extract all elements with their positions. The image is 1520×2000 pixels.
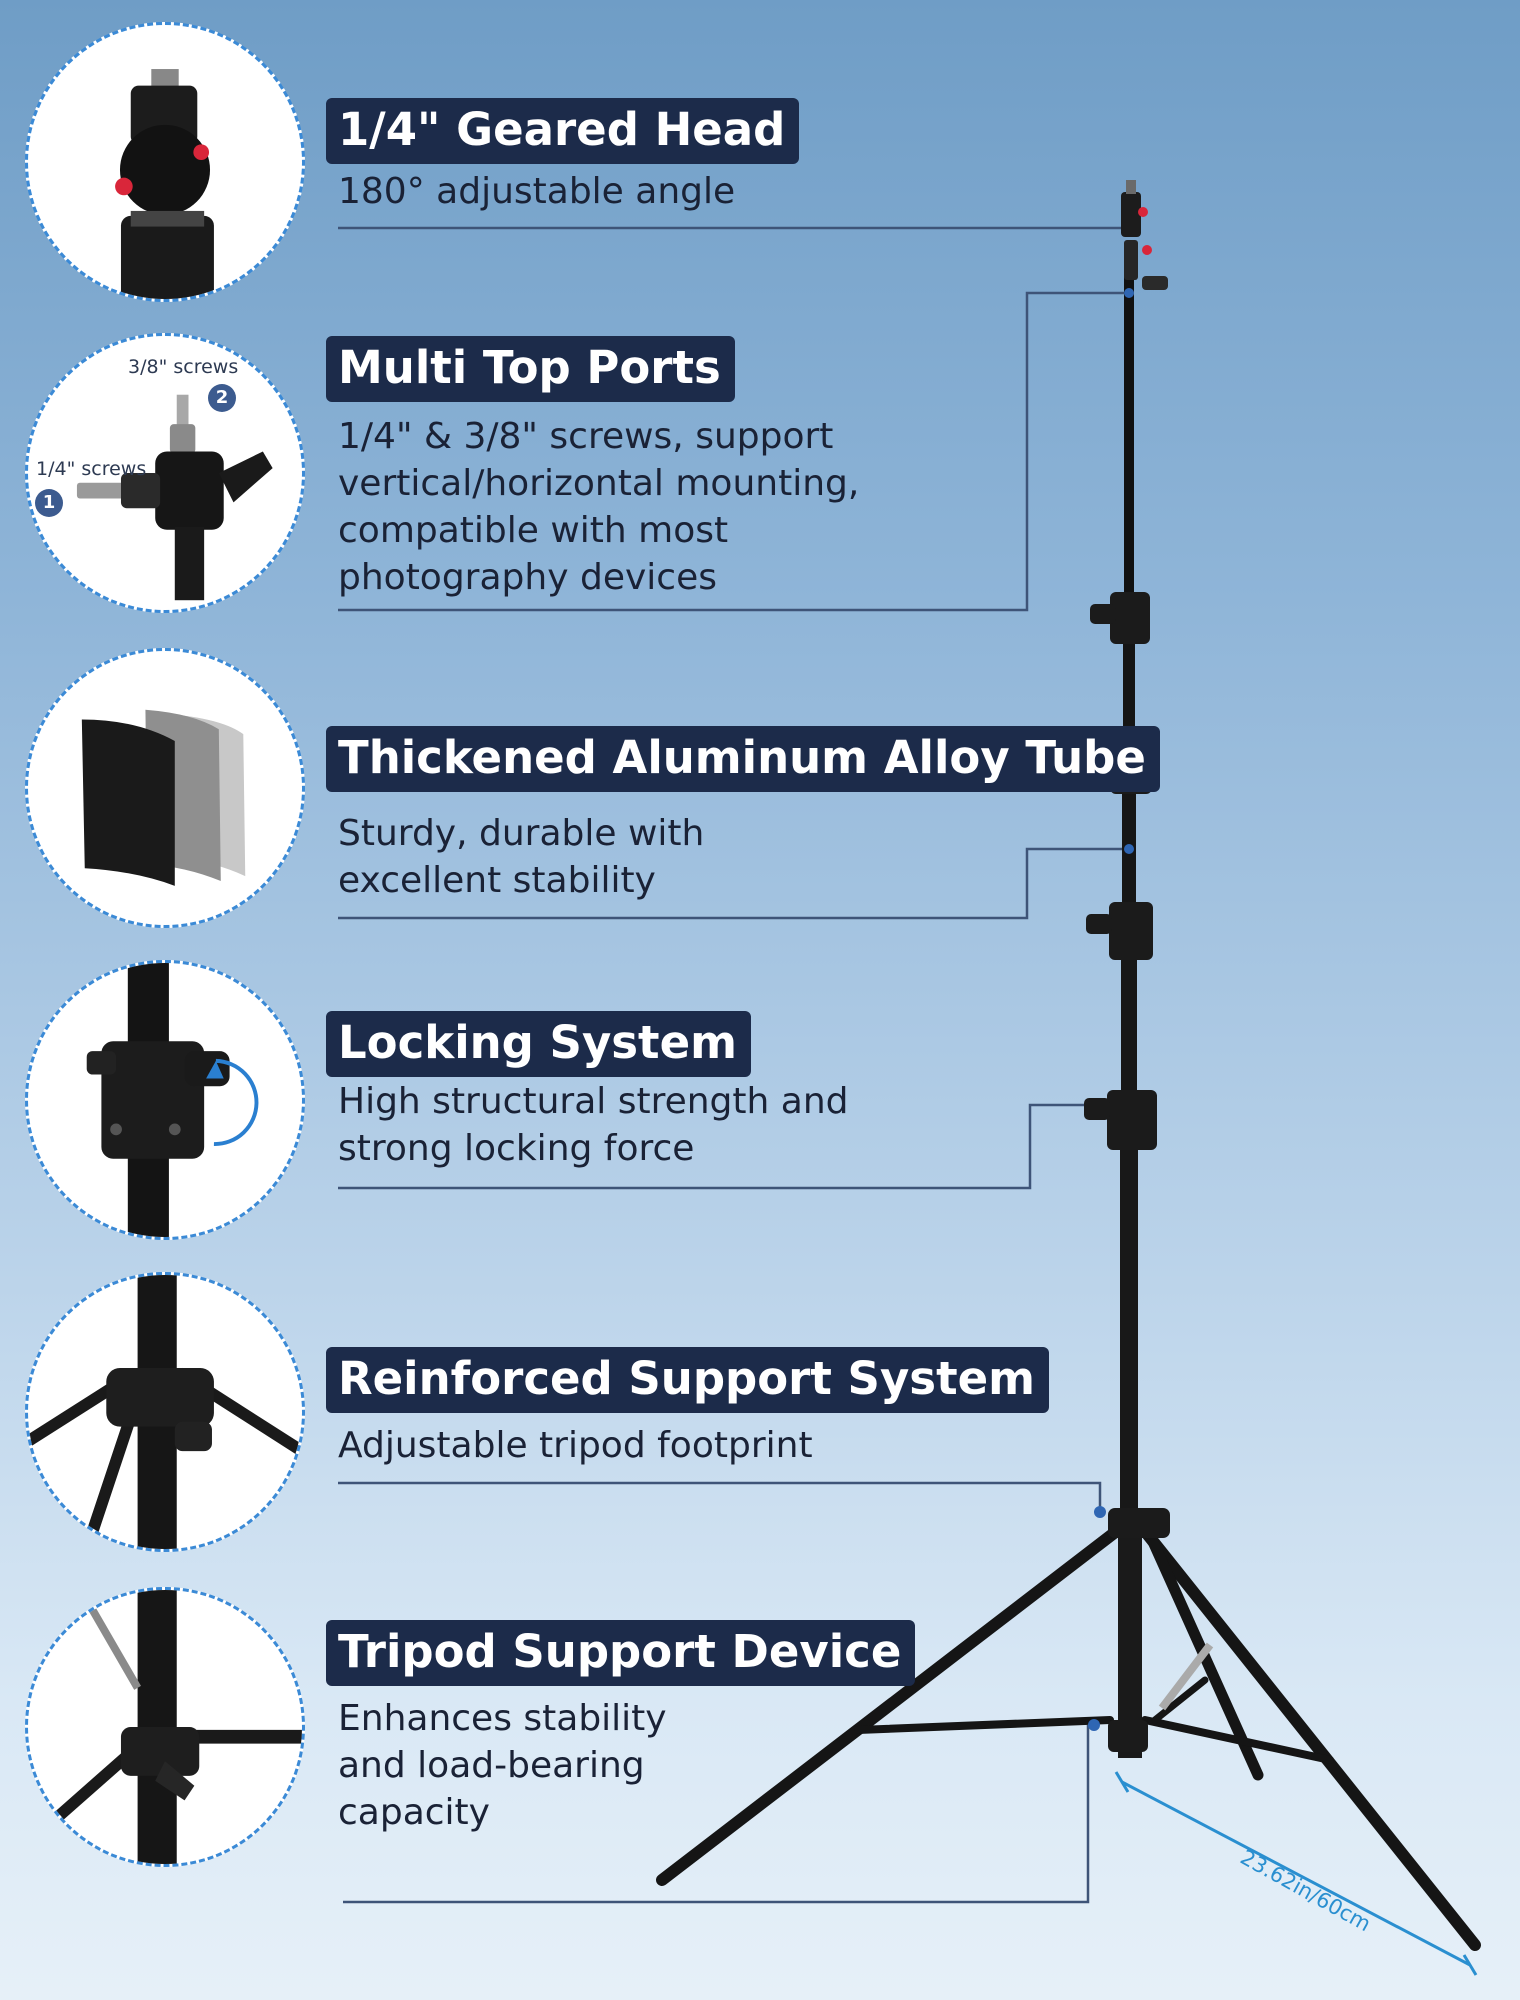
feature-desc-top-ports: 1/4" & 3/8" screws, support vertical/hor… bbox=[338, 416, 860, 598]
feature-title-locking-system: Locking System bbox=[326, 1011, 751, 1077]
support-system-detail-image bbox=[25, 1272, 305, 1552]
port-label-3-8: 3/8" screws bbox=[128, 356, 239, 378]
port-badge-1: 1 bbox=[35, 489, 63, 517]
feature-title-tripod-device: Tripod Support Device bbox=[326, 1620, 916, 1686]
tripod-device-detail-image bbox=[25, 1587, 305, 1867]
port-badge-2: 2 bbox=[208, 384, 236, 412]
feature-title-geared-head: 1/4" Geared Head bbox=[326, 98, 800, 164]
leader-line-support-system bbox=[338, 1481, 1102, 1512]
feature-desc-tripod-device: Enhances stability and load-bearing capa… bbox=[338, 1698, 667, 1833]
leader-line-locking-system bbox=[338, 1103, 1090, 1190]
leader-lines bbox=[338, 226, 1128, 1904]
feature-desc-locking-system: High structural strength and strong lock… bbox=[338, 1081, 849, 1169]
feature-title-top-ports: Multi Top Ports bbox=[326, 336, 735, 402]
feature-desc-support-system: Adjustable tripod footprint bbox=[338, 1425, 813, 1466]
tripod-legs bbox=[656, 1519, 1481, 1951]
feature-desc-aluminum-tube: Sturdy, durable with excellent stability bbox=[338, 813, 705, 901]
geared-head bbox=[1121, 180, 1168, 290]
geared-head-detail-image bbox=[25, 22, 305, 302]
leader-line-tripod-device bbox=[343, 1725, 1090, 1904]
port-label-1-4: 1/4" screws bbox=[36, 458, 147, 480]
top-ports-detail-image: 3/8" screws 2 1/4" screws 1 bbox=[25, 333, 305, 613]
locking-system-detail-image bbox=[25, 960, 305, 1240]
feature-desc-geared-head: 180° adjustable angle bbox=[338, 171, 736, 212]
aluminum-tube-detail-image bbox=[25, 648, 305, 928]
footprint-dimension-line bbox=[1114, 1771, 1478, 1976]
feature-markers bbox=[1088, 288, 1134, 1731]
feature-title-aluminum-tube: Thickened Aluminum Alloy Tube bbox=[326, 726, 1160, 792]
feature-title-support-system: Reinforced Support System bbox=[326, 1347, 1049, 1413]
leader-line-top-ports bbox=[338, 291, 1128, 612]
leader-line-aluminum-tube bbox=[338, 847, 1128, 920]
